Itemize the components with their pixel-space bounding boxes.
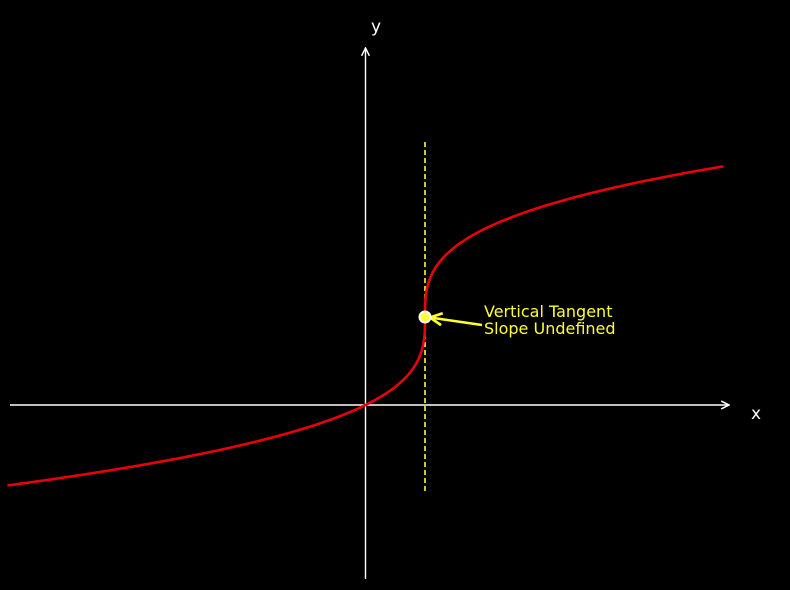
annotation-label-slope-undefined: Slope Undefined [484, 319, 616, 338]
annotation-arrow [430, 318, 483, 326]
x-axis-label: x [751, 404, 761, 424]
curve-series [7, 165, 724, 487]
y-axis-label: y [371, 17, 381, 37]
vertical-tangent-point [418, 310, 432, 324]
annotation-label-vertical-tangent: Vertical Tangent [484, 302, 612, 321]
